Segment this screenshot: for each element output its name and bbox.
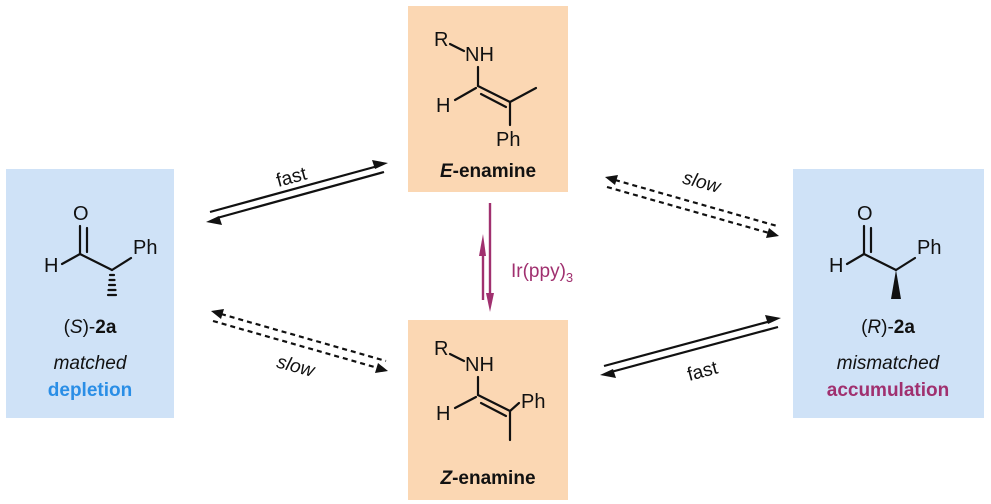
s-calpha-ph-bond xyxy=(110,256,133,272)
s-o-atom: O xyxy=(73,203,89,225)
s-e-fast-label: fast xyxy=(274,163,310,191)
s-ph-atom: Ph xyxy=(133,237,157,259)
z-c2-ph-bond xyxy=(508,401,521,413)
z-r-fast-label: fast xyxy=(685,357,721,385)
s-e-equilibrium-arrow xyxy=(206,160,388,225)
s-hashed-wedge xyxy=(106,273,118,297)
z-h-atom: H xyxy=(436,403,450,425)
r-o-atom: O xyxy=(857,203,873,225)
e-nh-atom: NH xyxy=(465,44,494,66)
s-2a-structure: O H Ph xyxy=(44,203,157,297)
e-r-equilibrium-arrow xyxy=(605,175,779,238)
z-c1-c2-bond xyxy=(476,393,512,413)
catalyst-label: Ir(ppy)3 xyxy=(511,261,573,285)
r-h-atom: H xyxy=(829,255,843,277)
e-r-n-bond xyxy=(448,42,466,53)
r-2a-box xyxy=(793,169,984,418)
r-calpha-ph-bond xyxy=(894,256,917,272)
z-enamine-box xyxy=(408,320,568,500)
s-z-slow-label: slow xyxy=(274,352,317,382)
e-enamine-box xyxy=(408,6,568,192)
s-h-atom: H xyxy=(44,255,58,277)
z-enamine-label: Z-enamine xyxy=(439,468,535,489)
e-r-slow-label: slow xyxy=(680,168,723,198)
z-r-equilibrium-arrow xyxy=(600,315,781,378)
ez-isomerization-arrow xyxy=(479,203,494,312)
s-c-calpha-bond xyxy=(78,252,114,272)
z-enamine-structure: R NH H Ph xyxy=(434,338,545,442)
e-enamine-label: E-enamine xyxy=(440,161,536,182)
e-r-atom: R xyxy=(434,29,448,51)
e-c1-h-bond xyxy=(453,86,478,102)
r-accumulation-text: accumulation xyxy=(827,380,949,401)
r-mismatched-text: mismatched xyxy=(837,353,941,374)
s-2a-label: (S)-2a xyxy=(64,317,117,338)
r-ph-atom: Ph xyxy=(917,237,941,259)
e-enamine-structure: R NH H Ph xyxy=(434,29,538,151)
s-depletion-text: depletion xyxy=(48,380,132,401)
z-r-atom: R xyxy=(434,338,448,360)
s-c-h-bond xyxy=(60,252,82,266)
e-ph-atom: Ph xyxy=(496,129,520,151)
e-c2-me-bond xyxy=(508,86,538,104)
z-c1-h-bond xyxy=(453,395,478,410)
z-r-n-bond xyxy=(448,352,466,363)
z-c1-c2-double-bond xyxy=(479,401,508,418)
r-c-calpha-bond xyxy=(862,252,898,272)
e-h-atom: H xyxy=(436,95,450,117)
e-c1-c2-bond xyxy=(476,84,512,104)
r-2a-structure: O H Ph xyxy=(829,203,941,299)
r-c-h-bond xyxy=(845,252,866,266)
s-z-equilibrium-arrow xyxy=(211,309,388,373)
s-matched-text: matched xyxy=(54,353,128,374)
z-ph-atom: Ph xyxy=(521,391,545,413)
e-c1-c2-double-bond xyxy=(479,92,508,109)
z-nh-atom: NH xyxy=(465,354,494,376)
s-2a-box xyxy=(6,169,174,418)
r-solid-wedge xyxy=(891,270,901,299)
r-2a-label: (R)-2a xyxy=(861,317,915,338)
